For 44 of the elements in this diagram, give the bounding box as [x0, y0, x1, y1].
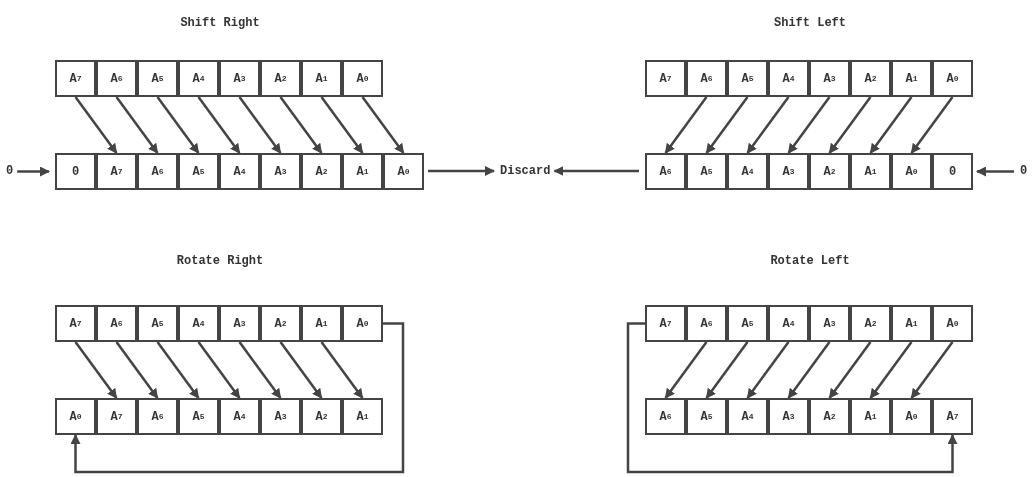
arrow — [664, 96, 708, 154]
io-label: Discard — [500, 163, 551, 179]
arrow — [553, 166, 639, 176]
arrow — [156, 341, 200, 399]
arrow — [17, 166, 50, 177]
io-label: 0 — [1020, 163, 1028, 179]
io-label: 0 — [6, 163, 14, 179]
arrow — [746, 341, 790, 399]
arrow — [828, 96, 872, 154]
panel-label: Shift Right — [180, 16, 260, 30]
arrow — [361, 96, 405, 154]
arrow — [115, 341, 159, 399]
arrow — [279, 96, 323, 154]
arrow — [787, 96, 831, 154]
arrow — [976, 166, 1014, 177]
arrow — [869, 341, 913, 399]
arrow — [428, 166, 495, 176]
bit-cell: 0 — [55, 153, 96, 190]
bit-cell: 0 — [932, 153, 973, 190]
arrow — [238, 96, 282, 154]
arrow — [197, 341, 241, 399]
panel-label: Rotate Left — [770, 254, 850, 268]
arrow — [746, 96, 790, 154]
arrow — [828, 341, 872, 399]
panel-label: Shift Left — [774, 16, 846, 30]
arrow — [70, 322, 405, 474]
arrow — [910, 96, 954, 154]
arrow — [74, 96, 118, 154]
arrow — [705, 341, 749, 399]
arrow — [74, 341, 118, 399]
arrow — [664, 341, 708, 399]
arrow — [705, 96, 749, 154]
arrow — [320, 341, 364, 399]
arrow — [156, 96, 200, 154]
arrow — [910, 341, 954, 399]
arrow — [115, 96, 159, 154]
arrow — [238, 341, 282, 399]
arrow — [787, 341, 831, 399]
arrow — [626, 322, 958, 474]
arrow — [869, 96, 913, 154]
arrow — [320, 96, 364, 154]
arrow — [279, 341, 323, 399]
arrow — [197, 96, 241, 154]
panel-label: Rotate Right — [176, 254, 264, 268]
